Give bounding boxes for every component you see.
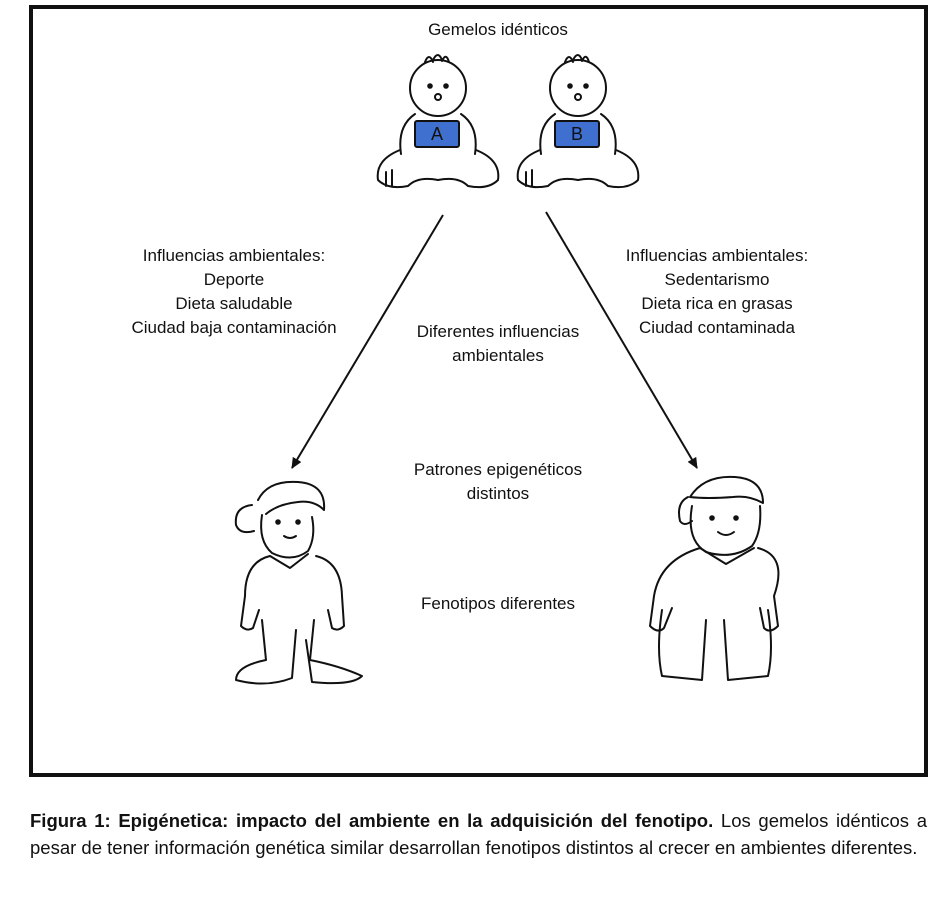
center-note-phenotypes: Fenotipos diferentes bbox=[420, 594, 576, 613]
badge-a-label: A bbox=[430, 124, 444, 144]
influences-b-block: Influencias ambientales: Sedentarismo Di… bbox=[626, 244, 808, 340]
caption-text: Los gemelos idénticos a pesar de tener i… bbox=[30, 810, 927, 858]
center-note-patterns: Patrones epigenéticos distintos bbox=[413, 460, 583, 503]
influences-a-block: Influencias ambientales: Deporte Dieta s… bbox=[131, 244, 336, 340]
influence-b-2: Dieta rica en grasas bbox=[641, 294, 793, 313]
influence-a-2: Dieta saludable bbox=[175, 294, 293, 313]
figure-frame bbox=[29, 5, 928, 777]
influences-a-heading: Influencias ambientales: bbox=[142, 246, 326, 265]
caption-bold: Figura 1: Epigénetica: impacto del ambie… bbox=[30, 810, 714, 831]
influence-a-3: Ciudad baja contaminación bbox=[131, 318, 337, 337]
diagram-title: Gemelos idénticos bbox=[428, 20, 568, 39]
influences-b-heading: Influencias ambientales: bbox=[625, 246, 809, 265]
figure-caption: Figura 1: Epigénetica: impacto del ambie… bbox=[30, 807, 927, 861]
arrow-right bbox=[545, 211, 698, 469]
arrow-left bbox=[291, 214, 444, 469]
baby-a-figure bbox=[376, 54, 500, 189]
baby-b-figure bbox=[516, 54, 640, 189]
badge-b-box bbox=[554, 120, 600, 148]
adult-a-figure bbox=[234, 480, 363, 685]
badge-b-label: B bbox=[570, 124, 584, 144]
adult-b-figure bbox=[649, 475, 780, 681]
influence-a-1: Deporte bbox=[203, 270, 265, 289]
badge-a-box bbox=[414, 120, 460, 148]
center-note-influences: Diferentes influencias ambientales bbox=[416, 322, 580, 365]
influence-b-1: Sedentarismo bbox=[664, 270, 770, 289]
influence-b-3: Ciudad contaminada bbox=[639, 318, 795, 337]
